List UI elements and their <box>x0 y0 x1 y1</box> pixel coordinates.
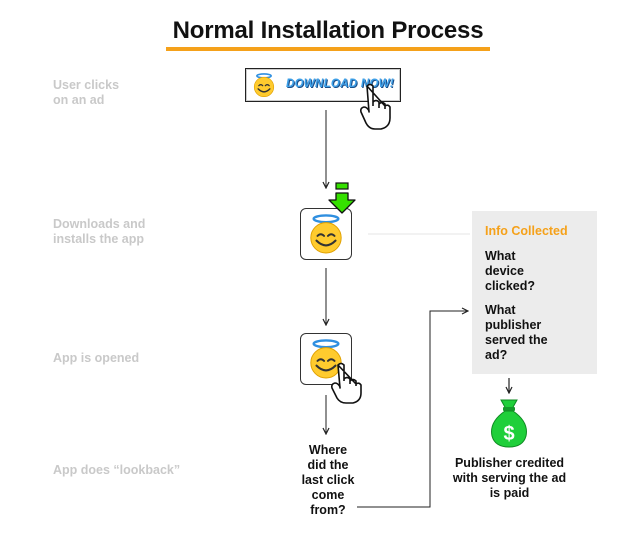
lookback-arrow <box>357 311 468 508</box>
info-collected-box: Info Collected What device clicked? What… <box>472 211 597 374</box>
title-underline <box>166 47 490 51</box>
step-label-lookback: App does “lookback” <box>53 463 181 477</box>
step-label-downloads: Downloads and installs the app <box>53 217 146 246</box>
hand-pointer-icon <box>360 83 391 130</box>
smiley-halo-icon <box>310 214 342 254</box>
step-label-clicks-ad: User clicks on an ad <box>53 78 120 107</box>
svg-text:$: $ <box>503 423 514 445</box>
info-collected-title: Info Collected <box>485 224 568 238</box>
info-question-device: What device clicked? <box>485 249 536 293</box>
app-icon-installed <box>300 208 352 260</box>
step-label-app-opened: App is opened <box>53 351 140 365</box>
publisher-paid-outcome: Publisher credited with serving the ad i… <box>452 456 567 500</box>
download-arrow-icon <box>328 182 356 214</box>
info-question-publisher: What publisher served the ad? <box>485 303 548 362</box>
lookback-question: Where did the last click come from? <box>301 443 355 517</box>
smiley-halo-icon <box>253 73 275 98</box>
money-bag-icon: $ <box>491 399 527 448</box>
hand-pointer-icon <box>331 362 362 404</box>
diagram-title: Normal Installation Process <box>172 17 484 44</box>
